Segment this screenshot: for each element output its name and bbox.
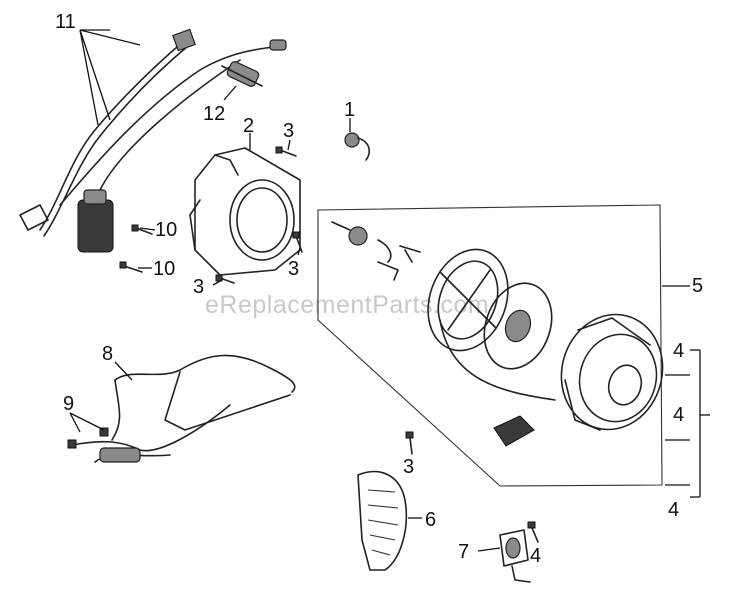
screw-icon <box>131 224 153 235</box>
fan-housing-part-2 <box>189 147 301 276</box>
screw-icon <box>405 431 414 455</box>
retainer-clip-part-1 <box>344 132 371 161</box>
ignition-harness-part-11 <box>19 28 287 253</box>
screw-icon <box>275 146 297 157</box>
callout-1: 1 <box>344 99 355 121</box>
callout-4-switch: 4 <box>530 545 541 567</box>
starter-cover-part-6 <box>357 470 408 571</box>
callout-9: 9 <box>63 393 74 415</box>
callout-12: 12 <box>203 103 225 125</box>
ground-wire-part-9 <box>67 404 231 463</box>
callout-3-bottom: 3 <box>403 456 414 478</box>
screws <box>119 146 539 543</box>
screw-icon <box>119 261 143 273</box>
wire-bracket-part-8 <box>111 354 296 441</box>
callout-2: 2 <box>243 115 254 137</box>
spark-plug-cap-part-12 <box>221 61 263 87</box>
callout-10-lower: 10 <box>153 258 175 280</box>
screw-icon <box>527 521 539 543</box>
callout-3-right: 3 <box>288 258 299 280</box>
callout-labels: 11 12 2 3 1 10 10 3 3 5 4 4 4 8 9 3 6 7 … <box>55 11 703 567</box>
callout-6: 6 <box>425 509 436 531</box>
leader-lines <box>69 29 710 552</box>
screw-icon <box>292 231 303 253</box>
callout-10-upper: 10 <box>155 219 177 241</box>
recoil-starter-assembly-part-5 <box>317 204 664 487</box>
watermark-text: eReplacementParts.com <box>205 291 489 319</box>
callout-5: 5 <box>692 275 703 297</box>
callout-3-left: 3 <box>193 276 204 298</box>
callout-4-middle: 4 <box>673 404 684 426</box>
callout-3-top: 3 <box>283 120 294 142</box>
callout-4-lower: 4 <box>668 499 679 521</box>
callout-8: 8 <box>102 343 113 365</box>
stop-switch-part-7 <box>499 529 531 583</box>
callout-11: 11 <box>55 11 76 33</box>
callout-4-upper: 4 <box>673 340 684 362</box>
callout-7: 7 <box>458 541 469 563</box>
